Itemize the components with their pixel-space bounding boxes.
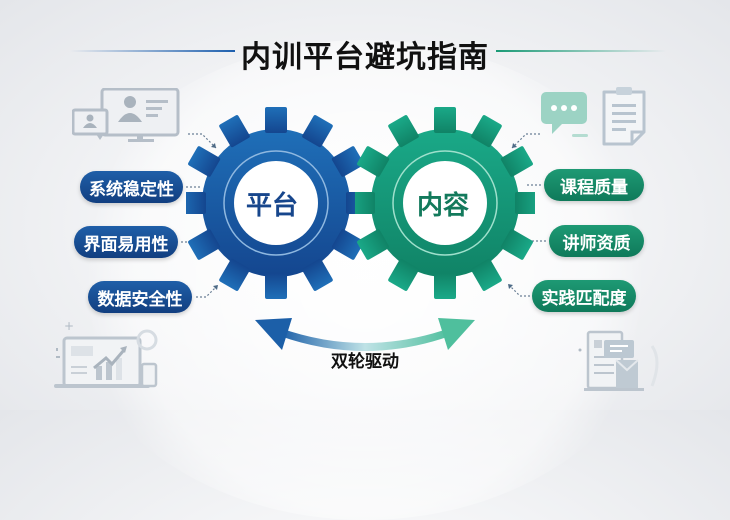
video-conference-icon: [72, 88, 182, 143]
connector-lines: [181, 133, 546, 298]
platform-item-system-stability: 系统稳定性: [80, 171, 183, 203]
platform-gear: 平台: [186, 103, 366, 303]
platform-item-label: 数据安全性: [97, 289, 183, 310]
content-item-label: 讲师资质: [562, 233, 631, 254]
content-item-practice-fit: 实践匹配度: [532, 280, 636, 312]
chat-bubble-icon: [540, 90, 590, 140]
content-item-label: 实践匹配度: [541, 288, 627, 309]
content-gear: 内容: [355, 103, 535, 303]
content-gear-label: 内容: [417, 191, 470, 221]
title-divider-right: [496, 50, 666, 52]
document-mail-icon: [574, 328, 684, 398]
svg-text:+: +: [64, 319, 74, 333]
content-item-instructor-qualification: 讲师资质: [549, 225, 644, 257]
content-item-label: 课程质量: [560, 177, 628, 198]
title-bar: 内训平台避坑指南: [0, 28, 730, 75]
laptop-analytics-icon: +: [44, 318, 164, 390]
content-item-course-quality: 课程质量: [544, 169, 644, 201]
platform-gear-label: 平台: [246, 191, 299, 221]
page-title: 内训平台避坑指南: [241, 40, 489, 75]
platform-item-data-security: 数据安全性: [88, 281, 192, 313]
dual-drive-label: 双轮驱动: [331, 352, 399, 372]
clipboard-document-icon: [602, 86, 648, 146]
two-way-arrow-icon: [250, 310, 480, 360]
platform-item-ui-usability: 界面易用性: [74, 226, 178, 258]
platform-item-label: 系统稳定性: [89, 179, 174, 200]
platform-item-label: 界面易用性: [83, 234, 169, 255]
title-divider-left: [70, 50, 235, 52]
